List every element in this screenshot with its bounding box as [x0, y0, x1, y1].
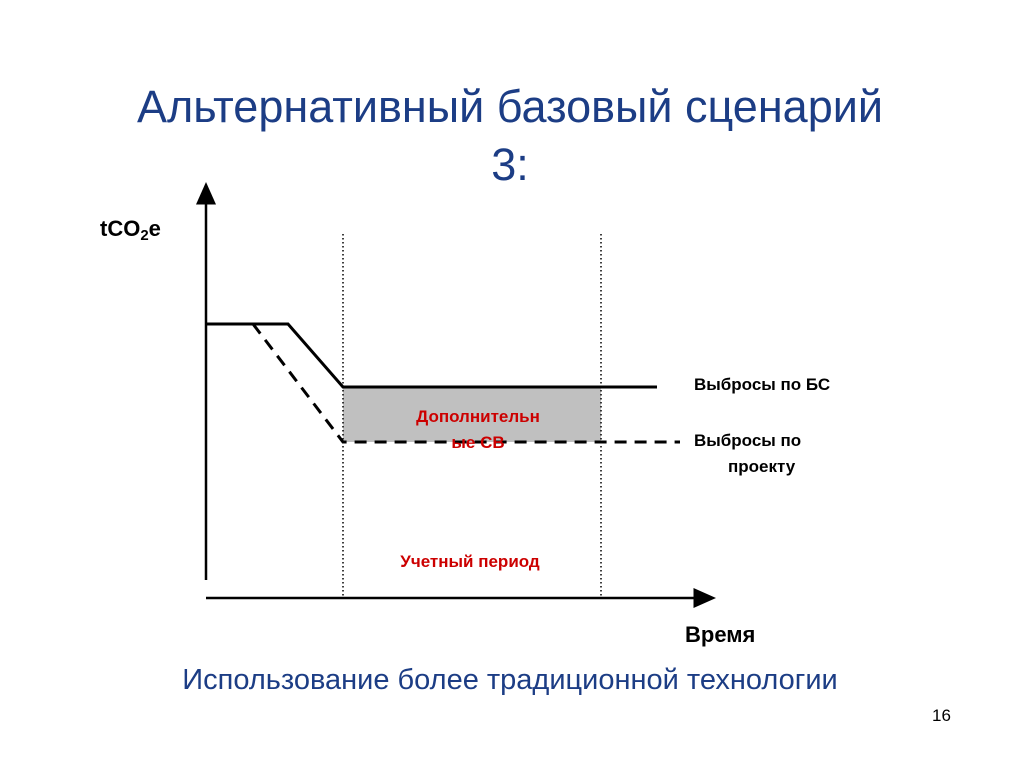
slide-subtitle: Использование более традиционной техноло…	[182, 664, 838, 696]
slide-title-line2: 3:	[491, 139, 529, 190]
y-axis-label: tCO2e	[100, 216, 161, 244]
project-emissions-label: Выбросы по проекту	[694, 431, 802, 476]
additional-reductions-label: Дополнительн ые СВ	[416, 407, 540, 452]
baseline-emissions-label: Выбросы по БС	[694, 375, 831, 394]
additional-reductions-area	[343, 387, 601, 442]
slide-title-line1: Альтернативный базовый сценарий	[136, 81, 883, 132]
crediting-period-label: Учетный период	[400, 552, 540, 571]
page-number: 16	[932, 706, 951, 725]
project-emissions-line	[251, 323, 680, 444]
baseline-emissions-line	[206, 322, 657, 389]
x-axis-label: Время	[685, 622, 756, 647]
slide-title: Альтернативный базовый сценарий 3:	[40, 78, 980, 194]
